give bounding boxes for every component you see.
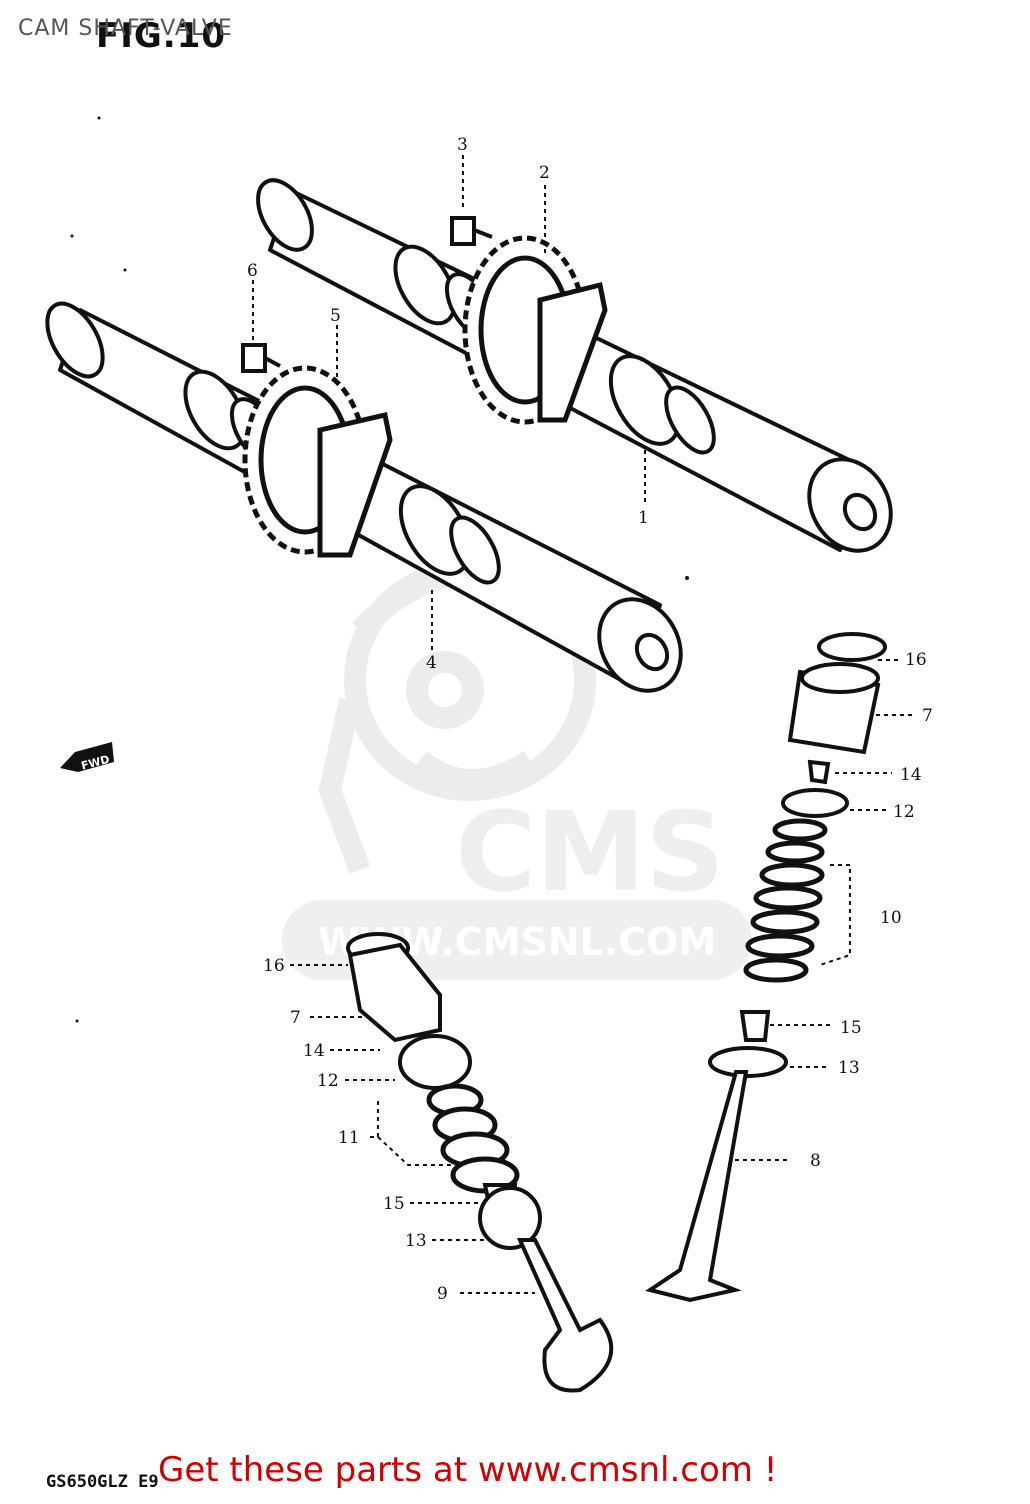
callout-3: 3 [457, 135, 468, 155]
valve-assembly-left [346, 932, 614, 1393]
callout-14-right: 14 [900, 765, 922, 785]
bolt-6-icon [241, 343, 281, 373]
callout-1: 1 [638, 508, 649, 528]
callout-16-right: 16 [905, 650, 927, 670]
callout-7-left: 7 [290, 1008, 301, 1028]
callout-10: 10 [880, 908, 902, 928]
callout-numbers: 1 2 3 4 5 6 16 7 14 12 10 15 13 8 16 7 1… [247, 135, 933, 1304]
valve-spring-11 [426, 1083, 520, 1194]
figure-number: FIG.10 [96, 16, 227, 56]
forward-arrow-icon: FWD [60, 742, 114, 773]
callout-16-left: 16 [263, 956, 285, 976]
cam-sprocket-2 [462, 235, 608, 425]
callout-9: 9 [437, 1284, 448, 1304]
retainer-12-left [398, 1034, 472, 1090]
callout-12-right: 12 [893, 802, 915, 822]
bolt-3-icon [450, 216, 493, 246]
callout-13-left: 13 [405, 1231, 427, 1251]
valve-8 [645, 1070, 749, 1303]
tappet-7-left [347, 942, 442, 1043]
leader-lines [252, 155, 915, 1294]
callout-7-right: 7 [922, 706, 933, 726]
print-specks [70, 116, 689, 1023]
callout-14-left: 14 [303, 1041, 325, 1061]
callout-11: 11 [338, 1128, 360, 1148]
callout-15-right: 15 [840, 1018, 862, 1038]
valve-9 [516, 1238, 614, 1393]
spring-seat-13-left [478, 1186, 542, 1250]
callout-6: 6 [247, 261, 258, 281]
page-title: CAM SHAFT-VALVE [18, 16, 233, 41]
model-code: GS650GLZ E9 [46, 1472, 159, 1492]
watermark-logo-text: CMS [455, 788, 724, 916]
valve-assembly-right [645, 632, 887, 1303]
callout-5: 5 [330, 306, 341, 326]
cam-sprocket-5 [242, 365, 393, 558]
callout-4: 4 [426, 653, 437, 673]
watermark: CMS WWW.CMSNL.COM [282, 559, 752, 980]
shim-16-right [817, 632, 887, 662]
callout-8: 8 [810, 1151, 821, 1171]
callout-15-left: 15 [383, 1194, 405, 1214]
footer-link[interactable]: Get these parts at www.cmsnl.com ! [158, 1450, 778, 1490]
callout-2: 2 [539, 163, 550, 183]
spring-seat-13-right [708, 1046, 788, 1078]
valve-spring-10 [743, 818, 828, 983]
cotter-14-right [807, 759, 831, 785]
callout-13-right: 13 [838, 1058, 860, 1078]
retainer-12-right [781, 788, 849, 818]
callout-12-left: 12 [317, 1071, 339, 1091]
valve-seal-15-right [739, 1010, 771, 1042]
